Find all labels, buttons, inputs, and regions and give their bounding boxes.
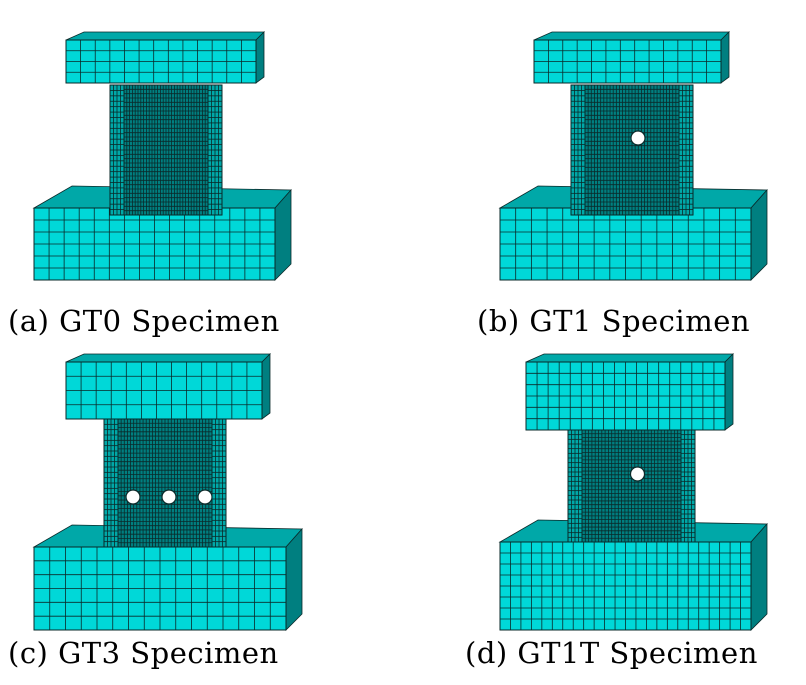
top-block-mesh [525, 361, 726, 431]
top-block-top-face [533, 31, 730, 41]
right-flange-mesh [207, 84, 223, 216]
caption-gt1: (b) GT1 Specimen [477, 304, 751, 338]
caption-gt1t: (d) GT1T Specimen [465, 636, 758, 670]
left-flange-mesh [567, 429, 583, 543]
top-block-side-face [261, 353, 271, 420]
panel-gt1: (b) GT1 Specimen [403, 0, 806, 342]
panel-gt0: (a) GT0 Specimen [0, 0, 403, 342]
specimen-mesh-gt0 [32, 31, 292, 281]
base-side-face [285, 527, 303, 631]
base-mesh [499, 207, 752, 281]
base-side-face [750, 522, 768, 631]
web-hole [125, 489, 141, 505]
top-block-side-face [720, 31, 730, 84]
top-block-side-face [724, 353, 734, 431]
web-hole [161, 489, 177, 505]
left-flange-mesh [109, 84, 125, 216]
web-hole [197, 489, 213, 505]
specimen-mesh-gt3 [32, 353, 303, 631]
top-block-mesh [533, 39, 722, 84]
right-flange-mesh [680, 429, 696, 543]
right-flange-mesh [678, 84, 694, 216]
web-hole [630, 130, 646, 146]
specimen-mesh-gt1 [498, 31, 768, 281]
top-block-mesh [65, 39, 257, 84]
panel-gt3: (c) GT3 Specimen [0, 342, 403, 684]
top-block-mesh [65, 361, 263, 420]
left-flange-mesh [570, 84, 586, 216]
web-hole [629, 466, 646, 482]
web-mesh [117, 418, 213, 548]
base-mesh [33, 207, 276, 281]
top-block-top-face [525, 353, 734, 363]
left-flange-mesh [103, 418, 119, 548]
base-mesh [33, 546, 287, 631]
caption-gt3: (c) GT3 Specimen [8, 636, 279, 670]
specimen-mesh-gt1t [498, 353, 768, 631]
caption-gt0: (a) GT0 Specimen [8, 304, 280, 338]
base-mesh [499, 541, 752, 631]
top-block-top-face [65, 31, 265, 41]
top-block-top-face [65, 353, 271, 363]
right-flange-mesh [211, 418, 227, 548]
panel-gt1t: (d) GT1T Specimen [403, 342, 806, 684]
web-mesh [584, 84, 680, 216]
top-block-side-face [255, 31, 265, 84]
